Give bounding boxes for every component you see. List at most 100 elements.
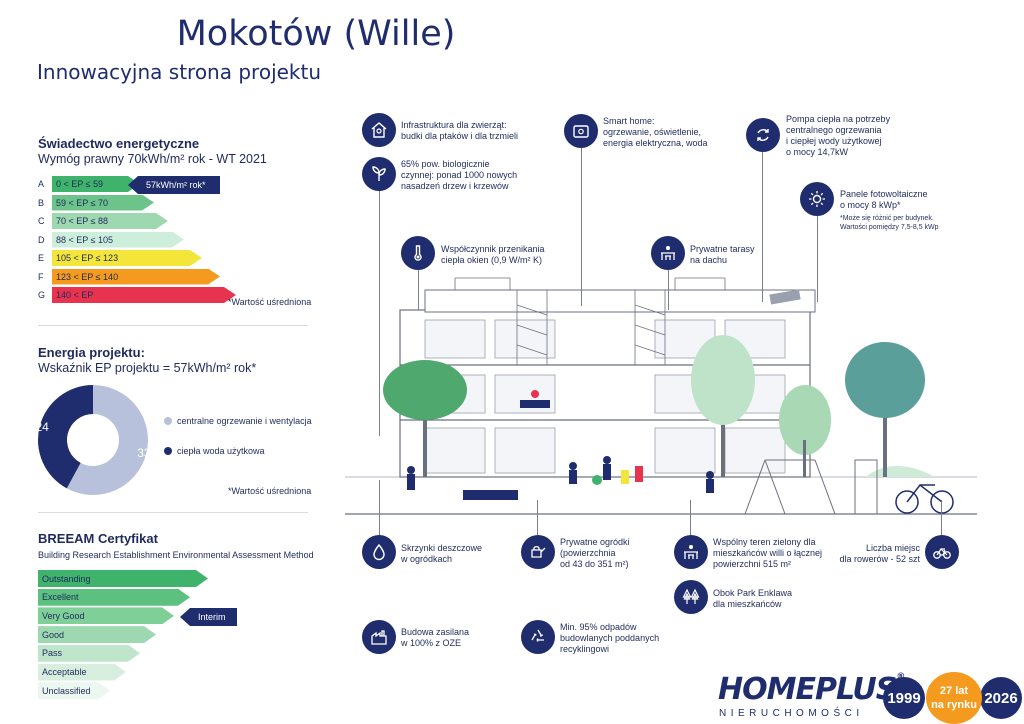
water-drop-icon: [362, 535, 396, 569]
energy-donut-chart: 33 24: [37, 385, 149, 495]
feature-animals: Infrastruktura dla zwierząt: budki dla p…: [401, 120, 519, 141]
connector-line: [418, 270, 419, 310]
year-end-badge: 2026: [980, 677, 1022, 719]
connector-line: [379, 480, 380, 536]
feature-windows: Współczynnik przenikania ciepła okien (0…: [441, 244, 545, 265]
energy-class-letter: B: [38, 197, 45, 208]
energy-requirement: Wymóg prawny 70kWh/m² rok - WT 2021: [38, 152, 267, 166]
energy-class-letter: C: [38, 216, 45, 226]
trees-icon: [674, 580, 708, 614]
legend-label-water: ciepła woda użytkowa: [177, 446, 265, 456]
brand-logo: HOMEPLUS®: [718, 672, 905, 707]
feature-green-area: Wspólny teren zielony dla mieszkańców wi…: [713, 537, 823, 569]
donut-value-label: 33: [137, 446, 149, 460]
divider: [38, 325, 308, 326]
energy-class-row: C 70 < EP ≤ 88: [38, 213, 168, 229]
birdhouse-icon: [362, 113, 396, 147]
years-label: na rynku: [931, 699, 977, 711]
breeam-title: BREEAM Certyfikat: [38, 531, 158, 546]
recycle-icon: [521, 620, 555, 654]
terrace-icon: [651, 236, 685, 270]
breeam-marker-tag: Interim: [180, 608, 237, 626]
breeam-level: Very Good: [38, 607, 174, 624]
feature-terraces: Prywatne tarasy na dachu: [690, 244, 755, 265]
donut-slice: [66, 385, 148, 495]
energy-class-bar: 123 < EP ≤ 140: [52, 269, 220, 285]
years-badge: 27 lat na rynku: [926, 672, 982, 724]
connector-line: [690, 500, 691, 536]
power-plant-icon: [362, 620, 396, 654]
page-title: Mokotów (Wille): [176, 14, 456, 54]
breeam-level: Outstanding: [38, 570, 208, 587]
feature-park: Obok Park Enklawa dla mieszkańców: [713, 588, 793, 609]
energy-certificate-title: Świadectwo energetyczne: [38, 136, 200, 151]
connector-line: [537, 500, 538, 536]
feature-heat-pump: Pompa ciepła na potrzeby centralnego ogr…: [786, 114, 891, 157]
breeam-level: Excellent: [38, 589, 190, 606]
thermometer-icon: [401, 236, 435, 270]
energy-class-bar: 59 < EP ≤ 70: [52, 195, 154, 211]
project-energy-title: Energia projektu:: [38, 345, 145, 360]
energy-class-row: G 140 < EP: [38, 287, 236, 303]
legend-label-heating: centralne ogrzewanie i wentylacja: [177, 416, 312, 426]
feature-bikes: Liczba miejsc dla rowerów - 52 szt: [839, 543, 920, 564]
breeam-level: Unclassified: [38, 682, 110, 699]
energy-class-bar: 0 < EP ≤ 59: [52, 176, 140, 192]
connector-line: [379, 190, 380, 436]
years-count: 27 lat: [939, 685, 969, 697]
connector-line: [817, 216, 818, 302]
energy-class-bar: 105 < EP ≤ 123: [52, 250, 202, 266]
energy-class-bar: 140 < EP: [52, 287, 236, 303]
legend-dot-water: [164, 447, 172, 455]
energy-class-row: E 105 < EP ≤ 123: [38, 250, 202, 266]
connector-line: [941, 500, 942, 536]
page-subtitle: Innowacyjna strona projektu: [37, 60, 322, 84]
donut-slice: [38, 385, 93, 489]
smart-home-icon: [564, 114, 598, 148]
breeam-subtitle: Building Research Establishment Environm…: [38, 550, 314, 560]
brand-tagline: NIERUCHOMOŚCI: [719, 708, 864, 719]
brand-home: HOME: [718, 672, 816, 707]
energy-class-row: F 123 < EP ≤ 140: [38, 269, 220, 285]
energy-class-row: B 59 < EP ≤ 70: [38, 195, 154, 211]
playground-icon: [674, 535, 708, 569]
connector-line: [668, 270, 669, 310]
year-start-badge: 1999: [883, 677, 925, 719]
breeam-level: Pass: [38, 645, 140, 662]
watering-can-icon: [521, 535, 555, 569]
energy-class-letter: F: [38, 271, 44, 282]
energy-class-bar: 88 < EP ≤ 105: [52, 232, 184, 248]
energy-footnote: *Wartość uśredniona: [228, 297, 312, 307]
energy-class-letter: G: [38, 290, 46, 300]
plant-icon: [362, 157, 396, 191]
building-illustration: [345, 277, 977, 515]
donut-value-label: 24: [37, 420, 49, 434]
energy-class-row: D 88 < EP ≤ 105: [38, 232, 184, 248]
energy-class-bar: 70 < EP ≤ 88: [52, 213, 168, 229]
sun-icon: [800, 182, 834, 216]
project-energy-footnote: *Wartość uśredniona: [228, 486, 312, 496]
divider: [38, 512, 308, 513]
energy-class-row: A 0 < EP ≤ 59: [38, 176, 140, 192]
connector-line: [581, 148, 582, 306]
energy-marker-tag: 57kWh/m² rok*: [128, 176, 220, 194]
feature-rain: Skrzynki deszczowe w ogródkach: [401, 543, 483, 564]
energy-class-letter: A: [38, 179, 45, 189]
feature-smart-home: Smart home: ogrzewanie, oświetlenie, ene…: [603, 116, 708, 148]
project-energy-indicator: Wskaźnik EP projektu = 57kWh/m² rok*: [38, 361, 257, 375]
energy-class-letter: E: [38, 253, 45, 263]
breeam-level: Good: [38, 626, 156, 643]
feature-waste: Min. 95% odpadów budowlanych poddanych r…: [560, 622, 660, 654]
legend-dot-heating: [164, 417, 172, 425]
connector-line: [762, 152, 763, 302]
feature-solar-note: *Może się różnić per budynek. Wartości p…: [840, 215, 939, 231]
feature-solar: Panele fotowoltaiczne o mocy 8 kWp*: [840, 189, 928, 210]
feature-biological: 65% pow. biologicznie czynnej: ponad 100…: [401, 159, 518, 191]
bicycle-icon: [925, 535, 959, 569]
heat-pump-icon: [746, 118, 780, 152]
feature-power: Budowa zasilana w 100% z OZE: [401, 627, 470, 648]
feature-gardens: Prywatne ogródki (powierzchnia od 43 do …: [560, 537, 630, 569]
energy-class-letter: D: [38, 234, 45, 245]
